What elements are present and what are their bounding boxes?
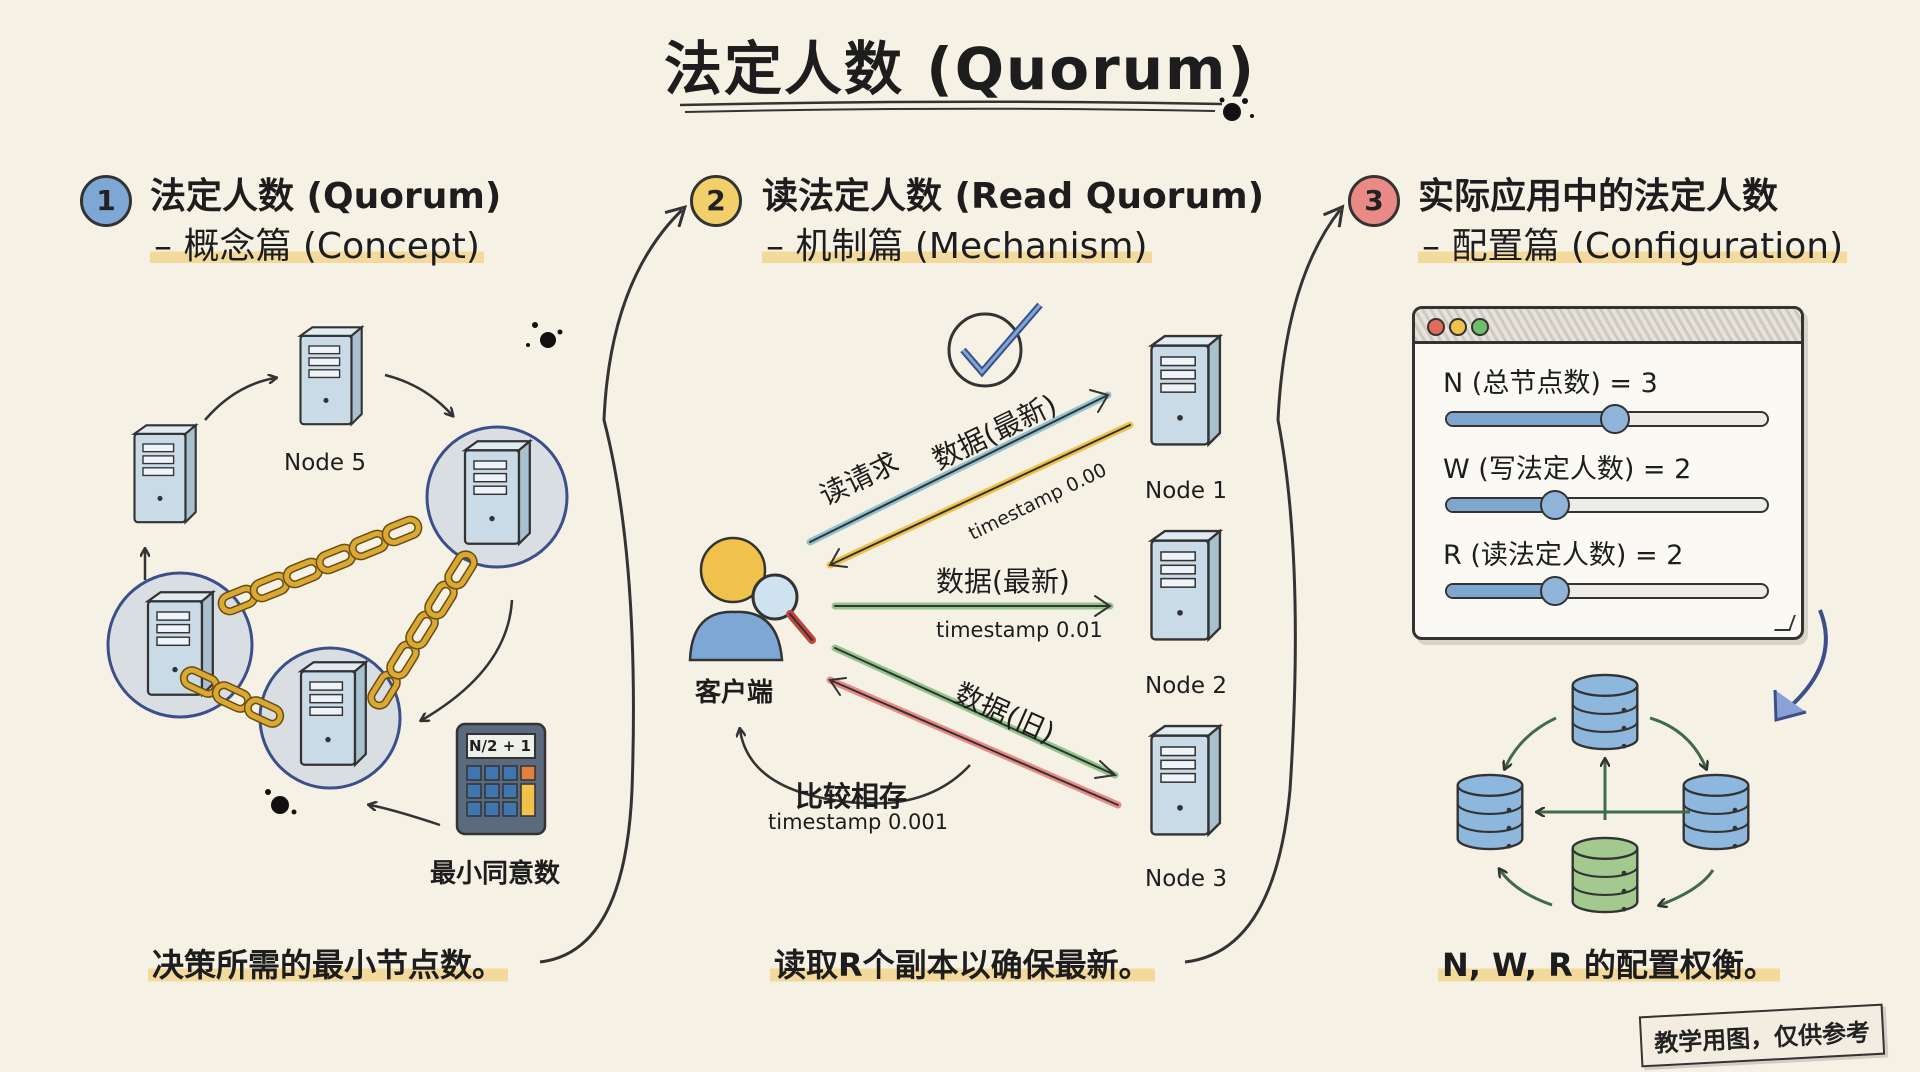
resize-grip-icon[interactable] bbox=[1774, 615, 1796, 631]
title-underline-2 bbox=[684, 107, 1216, 113]
slider-n-thumb[interactable] bbox=[1600, 404, 1631, 434]
database-icon bbox=[1571, 836, 1639, 914]
node-3-label: Node 3 bbox=[1145, 866, 1227, 892]
check-icon bbox=[947, 302, 1043, 388]
section-number-1: 1 bbox=[80, 175, 132, 227]
title-underline bbox=[679, 100, 1223, 107]
section-number-2: 2 bbox=[690, 175, 742, 227]
slider-r-label: R (读法定人数) = 2 bbox=[1443, 540, 1684, 571]
window-minimize-dot[interactable] bbox=[1449, 318, 1467, 336]
slider-n-fill bbox=[1447, 413, 1614, 425]
section-2-title: 读法定人数 (Read Quorum) – 机制篇 (Mechanism) bbox=[762, 172, 1264, 272]
server-node-5 bbox=[299, 326, 363, 426]
slider-n-label: N (总节点数) = 3 bbox=[1443, 368, 1658, 399]
section-1-caption: 决策所需的最小节点数。 bbox=[148, 940, 509, 986]
calculator-label: 最小同意数 bbox=[430, 859, 561, 889]
slider-r-thumb[interactable] bbox=[1539, 576, 1570, 606]
window-close-dot[interactable] bbox=[1427, 318, 1445, 336]
database-icon bbox=[1682, 773, 1750, 851]
node-2-label: Node 2 bbox=[1145, 673, 1227, 699]
server-node-3 bbox=[1150, 724, 1222, 836]
page-title: 法定人数 (Quorum) bbox=[664, 35, 1256, 103]
replication-arrows bbox=[1500, 716, 1715, 905]
section-3-title: 实际应用中的法定人数 – 配置篇 (Configuration) bbox=[1418, 172, 1848, 272]
window-titlebar bbox=[1415, 309, 1801, 344]
server-node-2 bbox=[1150, 529, 1222, 641]
slider-r[interactable] bbox=[1445, 576, 1769, 606]
section-1-title-line2: – 概念篇 (Concept) bbox=[150, 226, 484, 267]
server-node-1 bbox=[1150, 334, 1222, 446]
section-flow-arrows bbox=[539, 210, 1340, 964]
section-1-title-line1: 法定人数 (Quorum) bbox=[150, 176, 502, 217]
server-node-right bbox=[463, 440, 531, 545]
node-1-label: Node 1 bbox=[1145, 478, 1227, 504]
slider-w-fill bbox=[1447, 499, 1553, 511]
database-icon bbox=[1456, 773, 1524, 851]
section-2-caption: 读取R个副本以确保最新。 bbox=[770, 940, 1155, 986]
timestamp-label-2: timestamp 0.01 bbox=[936, 618, 1103, 642]
timestamp-label-3: timestamp 0.001 bbox=[768, 810, 949, 834]
server-node-center bbox=[299, 661, 367, 766]
curved-arrow bbox=[1776, 609, 1828, 720]
compare-loop-arrow bbox=[740, 730, 971, 805]
section-3-caption: N, W, R 的配置权衡。 bbox=[1438, 940, 1780, 986]
window-maximize-dot[interactable] bbox=[1471, 318, 1489, 336]
compare-label: 比较相存 bbox=[795, 780, 908, 813]
ink-splat bbox=[265, 97, 1254, 815]
slider-r-fill bbox=[1447, 585, 1553, 597]
config-window: N (总节点数) = 3 W (写法定人数) = 2 R (读法定人数) = 2 bbox=[1412, 306, 1804, 640]
section-1-title: 法定人数 (Quorum) – 概念篇 (Concept) bbox=[150, 172, 501, 272]
client-label: 客户端 bbox=[695, 678, 774, 708]
slider-w-label: W (写法定人数) = 2 bbox=[1443, 454, 1692, 485]
magnifier-icon bbox=[751, 573, 816, 644]
section-2-title-line1: 读法定人数 (Read Quorum) bbox=[762, 176, 1265, 217]
calculator-formula: N/2 + 1 bbox=[469, 737, 531, 755]
slider-n[interactable] bbox=[1445, 404, 1769, 434]
cycle-arrows bbox=[145, 375, 514, 827]
client-user-icon bbox=[688, 536, 784, 662]
node-5-label: Node 5 bbox=[284, 450, 366, 476]
section-3-title-line2: – 配置篇 (Configuration) bbox=[1418, 226, 1848, 267]
calculator-icon bbox=[455, 722, 547, 836]
section-3-title-line1: 实际应用中的法定人数 bbox=[1418, 176, 1779, 217]
server-node-top-left bbox=[133, 424, 197, 524]
slider-w-thumb[interactable] bbox=[1539, 490, 1570, 520]
section-2-title-line2: – 机制篇 (Mechanism) bbox=[762, 226, 1152, 267]
slider-w[interactable] bbox=[1445, 490, 1769, 520]
section-number-3: 3 bbox=[1348, 175, 1400, 227]
database-icon bbox=[1571, 673, 1639, 751]
latest-data-label-2: 数据(最新) bbox=[936, 565, 1070, 598]
